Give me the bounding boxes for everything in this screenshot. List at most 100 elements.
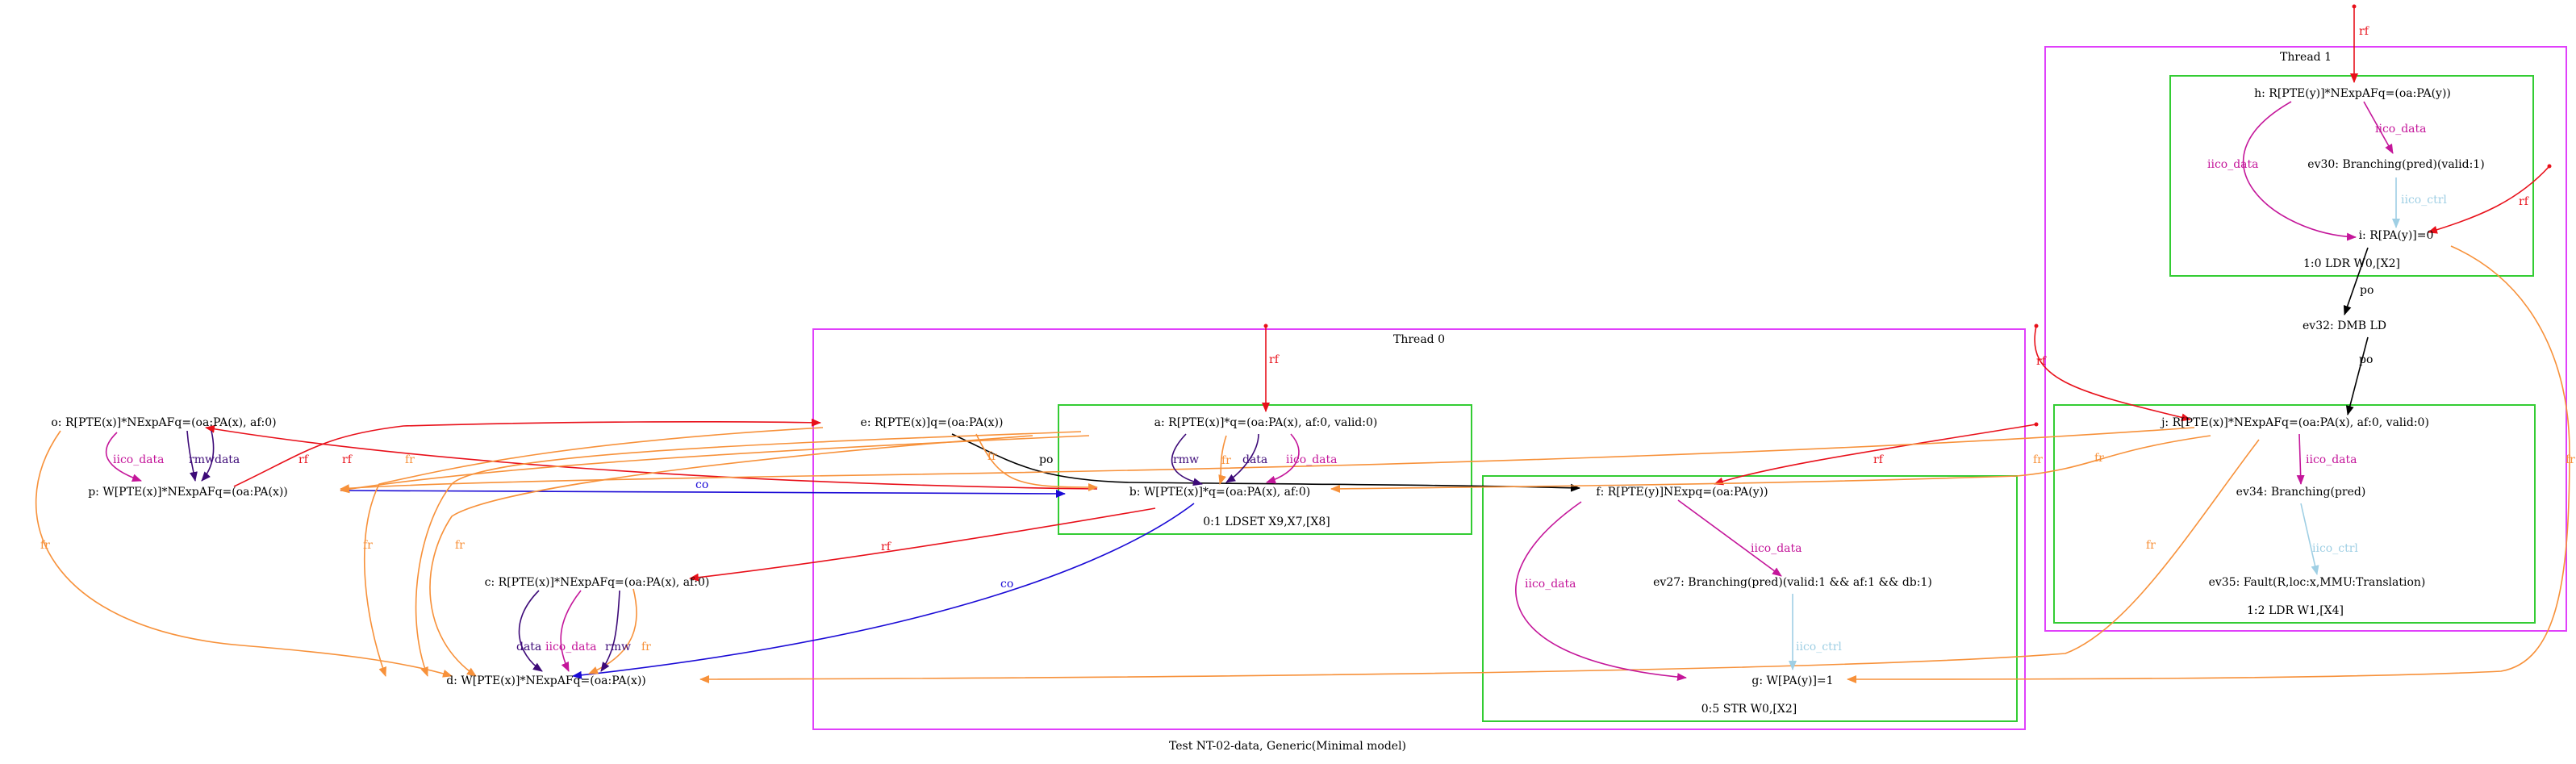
thread1-cluster: Thread 1 (2044, 46, 2567, 632)
edge-fr-j-b: fr (1330, 435, 2211, 493)
svg-text:rf: rf (2519, 195, 2530, 208)
node-e: e: R[PTE(x)]q=(oa:PA(x)) (861, 416, 1004, 429)
svg-text:fr: fr (987, 450, 997, 463)
svg-text:rf: rf (1269, 353, 1280, 366)
edge-rmw-c-d: rmw (600, 590, 631, 672)
edge-ctrl-ev27-g: iico_ctrl (1789, 594, 1842, 670)
edge-rf-init-j: rf (2034, 324, 2191, 422)
node-g: g: W[PA(y)]=1 (1751, 674, 1833, 687)
edge-rmw-a-b: rmw (1171, 433, 1203, 486)
svg-text:rf: rf (1873, 453, 1885, 466)
svg-text:fr: fr (1221, 454, 1231, 467)
svg-text:iico_data: iico_data (1286, 453, 1338, 466)
svg-text:data: data (215, 453, 240, 466)
edge-ctrl-ev30-i: iico_ctrl (2392, 177, 2447, 228)
edge-fr-o-d: fr (35, 430, 453, 678)
node-b: b: W[PTE(x)]*q=(oa:PA(x), af:0) (1129, 486, 1310, 499)
svg-text:fr: fr (405, 453, 415, 466)
edge-iico-f-ev27: iico_data (1677, 499, 1802, 577)
diagram-caption: Test NT-02-data, Generic(Minimal model) (1169, 740, 1406, 753)
edge-rmw-o-p: rmw (186, 430, 215, 482)
edge-data-o-p: data (201, 430, 240, 482)
edge-rf-p-e: rf (233, 418, 821, 487)
svg-text:rmw: rmw (1173, 453, 1199, 466)
node-ev32: ev32: DMB LD (2303, 319, 2386, 332)
edge-po-i-ev32: po (2343, 247, 2374, 315)
svg-text:iico_data: iico_data (1525, 578, 1576, 591)
node-h: h: R[PTE(y)]*NExpAFq=(oa:PA(y)) (2254, 87, 2451, 100)
edge-fr-c-d: fr (588, 588, 651, 674)
instr-box-t1-ldr1: 1:2 LDR W1,[X4] (2053, 404, 2536, 624)
svg-text:data: data (516, 641, 541, 653)
svg-text:po: po (2359, 353, 2373, 366)
node-a: a: R[PTE(x)]*q=(oa:PA(x), af:0, valid:0) (1154, 416, 1378, 429)
node-j: j: R[PTE(x)]*NExpAFq=(oa:PA(x), af:0, va… (2160, 416, 2429, 429)
svg-text:fr: fr (2033, 453, 2043, 466)
svg-text:fr: fr (40, 539, 50, 552)
edge-iico-f-g: iico_data (1515, 501, 1687, 682)
node-c: c: R[PTE(x)]*NExpAFq=(oa:PA(x), af:0) (485, 576, 710, 589)
svg-text:fr: fr (455, 539, 465, 552)
svg-text:fr: fr (2566, 453, 2575, 466)
instr-t0-str-label: 0:5 STR W0,[X2] (1701, 703, 1797, 716)
edge-data-a-b: data (1225, 433, 1267, 483)
instr-box-t0-str: 0:5 STR W0,[X2] (1482, 475, 2018, 722)
node-i: i: R[PA(y)]=0 (2359, 229, 2434, 242)
svg-text:po: po (2360, 284, 2374, 297)
svg-text:iico_data: iico_data (113, 453, 165, 466)
node-ev27: ev27: Branching(pred)(valid:1 && af:1 &&… (1653, 576, 1932, 589)
svg-text:iico_data: iico_data (2375, 123, 2427, 136)
edge-co-b-d: co (572, 503, 1195, 679)
edge-iico-c-d: iico_data (545, 590, 597, 672)
edge-co-p-b: co (340, 478, 1066, 498)
edge-fr-e-d-left: fr (363, 427, 824, 677)
svg-text:iico_data: iico_data (2207, 158, 2259, 171)
edge-po-ev32-j: po (2345, 336, 2373, 415)
svg-text:iico_ctrl: iico_ctrl (2401, 194, 2447, 207)
edge-data-c-d: data (516, 590, 543, 672)
edge-rf-init-f: rf (1714, 422, 2039, 486)
thread0-label: Thread 0 (1393, 333, 1445, 346)
thread1-label: Thread 1 (2280, 51, 2332, 64)
node-ev30: ev30: Branching(pred)(valid:1) (2307, 158, 2484, 171)
svg-text:rmw: rmw (189, 453, 215, 466)
instr-t1-ldr1-label: 1:2 LDR W1,[X4] (2247, 604, 2344, 617)
node-ev35: ev35: Fault(R,loc:x,MMU:Translation) (2209, 576, 2426, 589)
edge-fr-i-g: fr (1847, 245, 2575, 683)
edge-fr-a-d-long: fr (405, 431, 1082, 677)
instr-t0-ldset-label: 0:1 LDSET X9,X7,[X8] (1203, 516, 1330, 528)
svg-text:fr: fr (641, 641, 651, 653)
node-p: p: W[PTE(x)]*NExpAFq=(oa:PA(x)) (88, 486, 288, 499)
svg-text:rf: rf (2359, 25, 2370, 38)
edge-fr-j-d: fr (699, 439, 2260, 683)
edge-iico-h-ev30: iico_data (2363, 101, 2427, 154)
svg-text:fr: fr (2146, 539, 2156, 552)
edge-po-e-f: po (951, 433, 1580, 492)
edge-rf-init-h: rf (2350, 4, 2370, 83)
edge-ctrl-ev34-ev35: iico_ctrl (2300, 503, 2358, 575)
svg-text:fr: fr (2094, 452, 2104, 465)
svg-text:iico_data: iico_data (1751, 542, 1802, 555)
svg-text:iico_data: iico_data (2306, 453, 2357, 466)
edge-rf-init-a: rf (1262, 324, 1280, 412)
svg-text:iico_data: iico_data (545, 641, 597, 653)
node-ev34: ev34: Branching(pred) (2236, 486, 2366, 499)
edge-iico-o-p: iico_data (105, 432, 165, 482)
edge-fr-a-b: fr (1218, 435, 1231, 485)
svg-text:rf: rf (342, 453, 353, 466)
edge-iico-a-b: iico_data (1266, 433, 1338, 484)
edge-fr-a-p (340, 435, 1090, 494)
edge-rf-b-o: rf (205, 424, 1098, 490)
instr-t1-ldr0-label: 1:0 LDR W0,[X2] (2303, 257, 2400, 270)
edge-fr-j-p: fr (340, 427, 2195, 493)
edges: rf rf rf rf rf rf rf (35, 4, 2575, 683)
svg-text:data: data (1242, 453, 1267, 466)
edge-iico-j-ev34: iico_data (2296, 433, 2357, 485)
svg-text:iico_ctrl: iico_ctrl (2312, 542, 2358, 555)
edge-fr-e-d-mid: fr (429, 435, 1033, 677)
instr-box-t1-ldr0: 1:0 LDR W0,[X2] (2169, 75, 2534, 277)
edge-rf-init-i: rf (2428, 164, 2552, 234)
node-f: f: R[PTE(y)]NExpq=(oa:PA(y)) (1596, 486, 1768, 499)
node-o: o: R[PTE(x)]*NExpAFq=(oa:PA(x), af:0) (51, 416, 276, 429)
